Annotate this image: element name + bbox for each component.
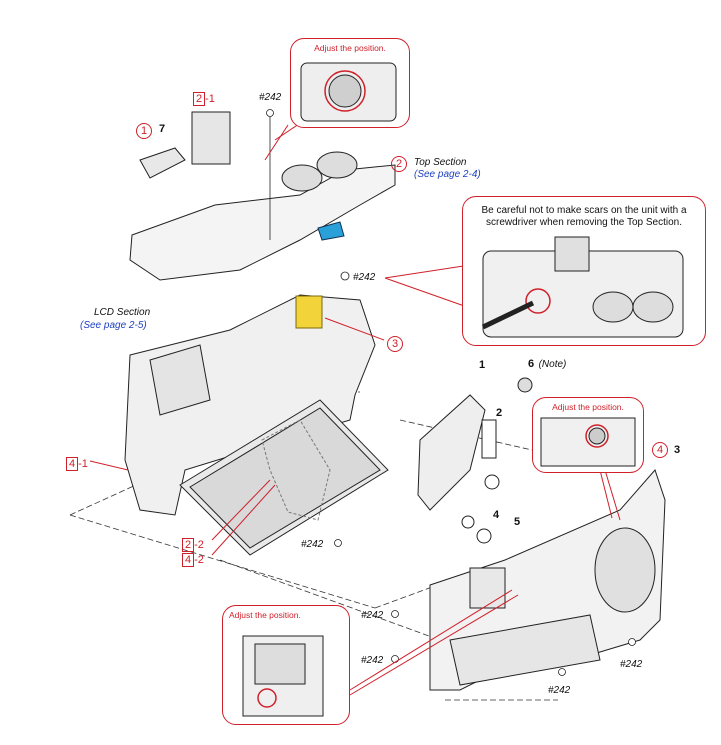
lever-closeup-illustration xyxy=(540,417,636,467)
screw-label: #242 xyxy=(259,92,282,103)
part-6-label: 6 (Note) xyxy=(528,358,567,370)
screw-label: #242 xyxy=(361,655,384,666)
screw-label: #242 xyxy=(620,659,643,670)
top-section-label: Top Section xyxy=(414,157,467,168)
part-7-label: 7 xyxy=(159,123,166,135)
callout-careful-note: Be careful not to make scars on the unit… xyxy=(462,196,706,346)
screw-label: #242 xyxy=(361,610,384,621)
screw-label: #242 xyxy=(353,272,376,283)
camera-body-part xyxy=(124,294,376,516)
part-5-label: 5 xyxy=(514,516,521,528)
callout-leaders xyxy=(89,117,621,696)
eyecup-closeup-illustration xyxy=(242,635,324,717)
ref-4-2: 4-2 xyxy=(182,551,204,567)
dial-closeup-illustration xyxy=(300,62,397,122)
ref-2-2: 2-2 xyxy=(182,536,204,552)
small-parts-cluster xyxy=(417,377,533,544)
careful-note-text: Be careful not to make scars on the unit… xyxy=(481,205,687,228)
screw-label: #242 xyxy=(548,685,571,696)
step-4-marker: 4 xyxy=(652,441,668,458)
step-2-marker: 2 xyxy=(391,155,407,172)
part-4-label: 4 xyxy=(493,509,500,521)
top-section-part xyxy=(129,111,396,281)
callout-adjust-bottom: Adjust the position. xyxy=(222,605,350,725)
callout-title: Adjust the position. xyxy=(552,402,624,412)
top-section-page-link[interactable]: (See page 2-4) xyxy=(414,169,481,180)
part-2-label: 2 xyxy=(496,407,503,419)
part-3-label: 3 xyxy=(674,444,681,456)
callout-adjust-right: Adjust the position. xyxy=(532,397,644,473)
step-3-marker: 3 xyxy=(387,335,403,352)
ref-2-1: 2-1 xyxy=(193,90,215,106)
callout-adjust-top: Adjust the position. xyxy=(290,38,410,128)
rear-cover-part xyxy=(429,469,666,691)
lcd-section-page-link[interactable]: (See page 2-5) xyxy=(80,320,147,331)
callout-title: Adjust the position. xyxy=(314,43,386,53)
lcd-section-label: LCD Section xyxy=(94,307,151,318)
callout-title: Adjust the position. xyxy=(229,610,301,620)
top-removal-illustration xyxy=(481,236,684,338)
ref-4-1: 4-1 xyxy=(66,455,88,471)
screw-label: #242 xyxy=(301,539,324,550)
part-1-label: 1 xyxy=(479,359,486,371)
step-1-marker: 1 xyxy=(136,122,152,139)
